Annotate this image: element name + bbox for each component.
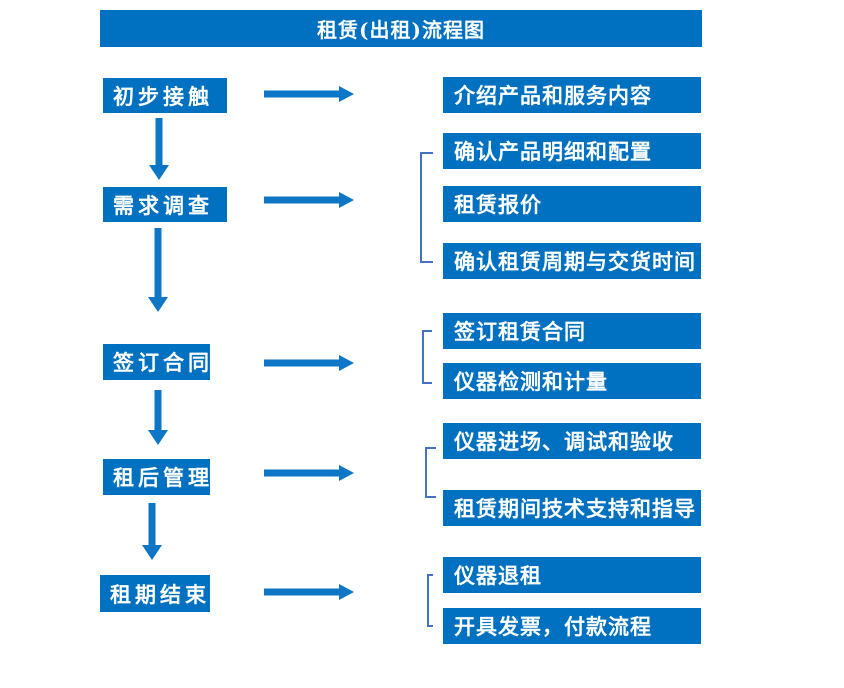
right-arrow-icon-4 xyxy=(264,465,354,481)
right-arrow-icon-1 xyxy=(264,86,354,102)
down-arrow-icon-3 xyxy=(148,390,168,445)
stage-box-demand-survey: 需求调查 xyxy=(103,187,227,222)
detail-box-instrument-return: 仪器退租 xyxy=(443,557,701,593)
detail-box-invoice-payment: 开具发票，付款流程 xyxy=(443,608,701,644)
group-bracket-3 xyxy=(425,447,436,498)
detail-box-tech-support: 租赁期间技术支持和指导 xyxy=(443,490,701,526)
flowchart-title: 租赁(出租)流程图 xyxy=(100,10,702,47)
detail-box-sign-rental-contract: 签订租赁合同 xyxy=(443,313,701,349)
group-bracket-1 xyxy=(420,152,433,263)
detail-box-confirm-product-config: 确认产品明细和配置 xyxy=(443,133,701,169)
right-arrow-icon-2 xyxy=(264,192,354,208)
right-arrow-icon-3 xyxy=(264,355,354,371)
down-arrow-icon-4 xyxy=(142,503,162,560)
detail-box-confirm-period-delivery: 确认租赁周期与交货时间 xyxy=(443,243,701,279)
group-bracket-2 xyxy=(422,330,432,384)
right-arrow-icon-5 xyxy=(264,584,354,600)
down-arrow-icon-1 xyxy=(149,118,169,180)
stage-box-initial-contact: 初步接触 xyxy=(103,78,227,113)
group-bracket-4 xyxy=(427,574,433,627)
detail-box-introduce-products: 介绍产品和服务内容 xyxy=(443,77,701,113)
stage-box-sign-contract: 签订合同 xyxy=(103,344,210,380)
down-arrow-icon-2 xyxy=(148,228,168,312)
detail-box-instrument-setup: 仪器进场、调试和验收 xyxy=(443,423,701,459)
stage-box-rental-end: 租期结束 xyxy=(100,575,210,612)
stage-box-post-rental-management: 租后管理 xyxy=(103,459,210,495)
detail-box-rental-quote: 租赁报价 xyxy=(443,186,701,222)
detail-box-instrument-testing: 仪器检测和计量 xyxy=(443,363,701,399)
